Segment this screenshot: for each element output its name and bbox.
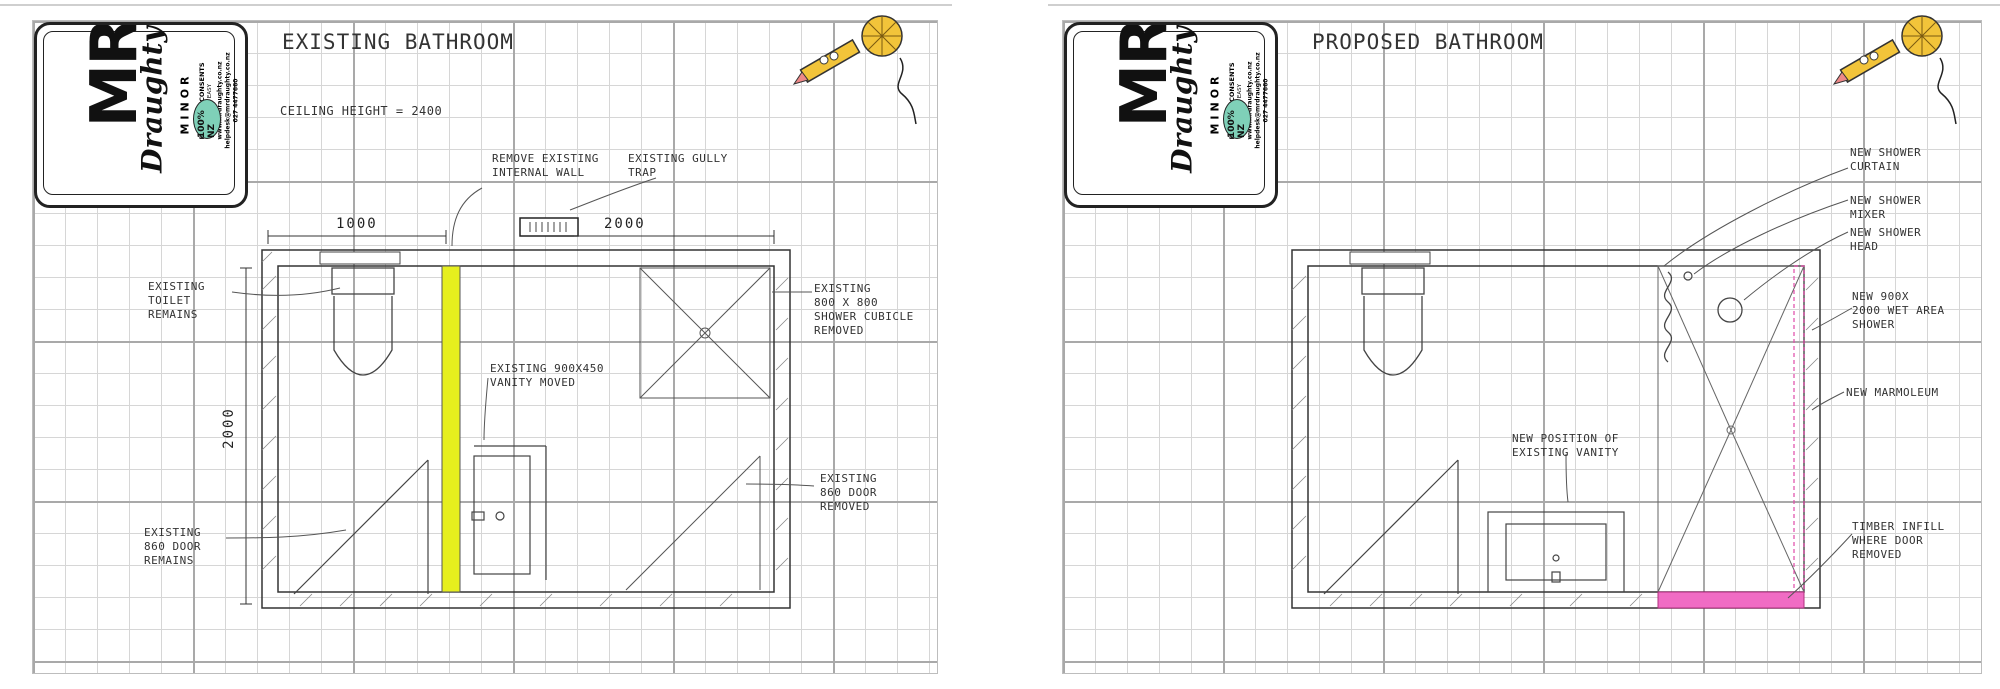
sheet-edge (1048, 4, 2000, 6)
toilet (331, 267, 395, 376)
logo-card: MR Draughty MINOR BUILDING CONSENTS MADE… (34, 22, 248, 208)
shower-mixer (1683, 271, 1693, 281)
note-vanity: EXISTING 900X450 VANITY MOVED (490, 362, 604, 389)
outer-wall-interior (1307, 265, 1805, 593)
window (319, 251, 401, 265)
wall-hatching (1291, 275, 1819, 607)
door (1323, 459, 1459, 595)
new-wet-area-shower (1657, 265, 1805, 593)
note-timber-infill: TIMBER INFILL WHERE DOOR REMOVED (1852, 520, 1945, 561)
outer-wall-interior (277, 265, 775, 593)
shower-curtain (1663, 271, 1673, 363)
annotation-leaders (225, 177, 815, 539)
window (1349, 251, 1431, 265)
annotation-leaders (1565, 167, 1853, 599)
outer-wall-exterior (1291, 249, 1821, 609)
note-toilet: EXISTING TOILET REMAINS (148, 280, 205, 321)
note-gully-trap: EXISTING GULLY TRAP (628, 152, 728, 179)
existing-door-remains (293, 459, 429, 595)
sheet-edge (0, 4, 952, 6)
dimension-side: 2000 (220, 407, 237, 449)
dimension-lines (240, 230, 775, 605)
note-shower-mixer: NEW SHOWER MIXER (1850, 194, 1922, 221)
ceiling-height-note: CEILING HEIGHT = 2400 (280, 104, 443, 118)
logo-card: MR Draughty MINOR BUILDING CONSENTS MADE… (1064, 22, 1278, 208)
new-vanity (1487, 511, 1625, 593)
logo-frame (43, 31, 235, 195)
internal-wall-to-remove (441, 265, 461, 593)
existing-plan-sheet: MR Draughty MINOR BUILDING CONSENTS MADE… (0, 0, 952, 689)
existing-shower-cubicle (639, 267, 771, 399)
existing-door-removed (625, 455, 761, 591)
logo-frame (1073, 31, 1265, 195)
grid-paper (32, 20, 938, 674)
mascot-pencil-icon (792, 15, 917, 125)
note-marmoleum: NEW MARMOLEUM (1846, 386, 1939, 399)
note-wet-area-shower: NEW 900X 2000 WET AREA SHOWER (1852, 290, 1945, 331)
proposed-floor-plan (1291, 167, 1853, 609)
note-remove-wall: REMOVE EXISTING INTERNAL WALL (492, 152, 599, 179)
page-title: PROPOSED BATHROOM (1312, 30, 1544, 54)
page-title: EXISTING BATHROOM (282, 30, 514, 54)
proposed-plan-sheet: MR Draughty MINOR BUILDING CONSENTS MADE… (1048, 0, 2000, 689)
note-shower-head: NEW SHOWER HEAD (1850, 226, 1922, 253)
existing-floor-plan (225, 177, 815, 609)
shower-head (1717, 297, 1743, 323)
existing-vanity (471, 445, 547, 580)
note-shower-cubicle: EXISTING 800 X 800 SHOWER CUBICLE REMOVE… (814, 282, 914, 337)
gully-trap (519, 217, 579, 237)
toilet (1361, 267, 1425, 376)
timber-infill (1657, 591, 1805, 609)
dimension-top-right: 2000 (604, 216, 646, 232)
note-shower-curtain: NEW SHOWER CURTAIN (1850, 146, 1922, 173)
mascot-pencil-icon (1832, 15, 1957, 125)
wall-hatching (261, 251, 789, 607)
dimension-top-left: 1000 (336, 216, 378, 232)
note-door-removed: EXISTING 860 DOOR REMOVED (820, 472, 877, 513)
note-door-remains: EXISTING 860 DOOR REMAINS (144, 526, 201, 567)
marmoleum-edge (1793, 265, 1805, 593)
outer-wall-exterior (261, 249, 791, 609)
note-vanity-position: NEW POSITION OF EXISTING VANITY (1512, 432, 1619, 459)
